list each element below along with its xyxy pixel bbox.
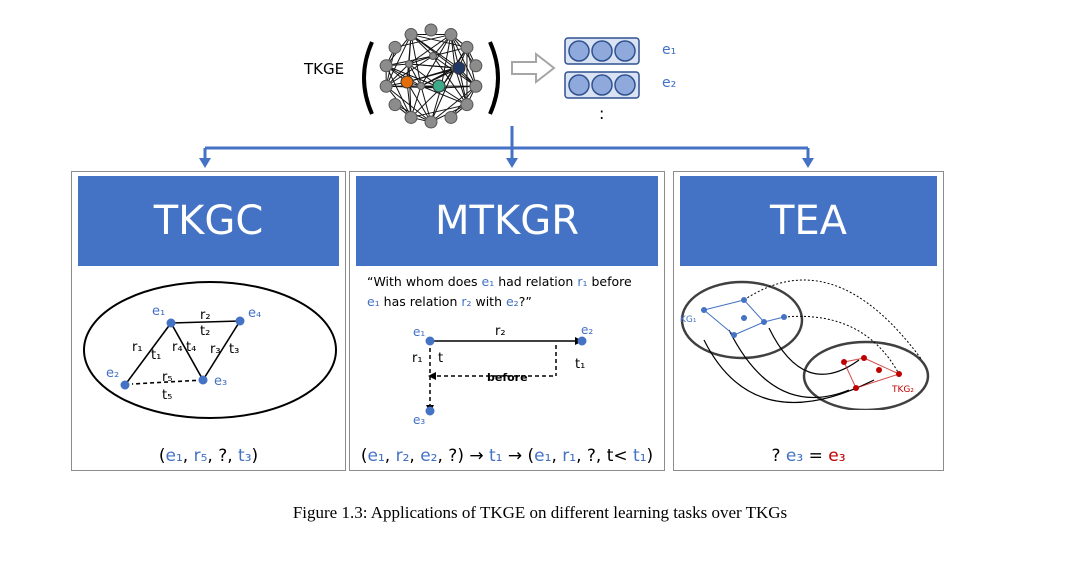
tkge-label: TKGE <box>304 60 345 78</box>
edge-t1: t₁ <box>151 348 161 363</box>
figure-caption: Figure 1.3: Applications of TKGE on diff… <box>292 503 788 522</box>
panel-tkgc: TKGC e₁ e₄ e₂ e₃ r₂ t₂ r₁ t₁ r₄ t₄ <box>71 171 346 471</box>
question-text: “With whom does e₁ had relation r₁ befor… <box>367 274 632 309</box>
tea-alignment-graph: KG₁ TKG₂ <box>680 279 930 410</box>
tkg2-label: TKG₂ <box>891 385 914 395</box>
embedding-label-2: e₂ <box>662 75 677 91</box>
left-parenthesis <box>362 41 374 115</box>
svg-text:e₃: e₃ <box>413 413 425 427</box>
svg-text:e₂: e₂ <box>581 323 593 337</box>
node-label-e2: e₂ <box>106 366 119 381</box>
edge-r2: r₂ <box>200 308 211 323</box>
edge-r5: r₅ <box>162 370 173 385</box>
transform-arrow-icon <box>511 51 556 85</box>
node-e1 <box>166 318 176 328</box>
node-label-e3: e₃ <box>214 374 227 389</box>
graph-ball-icon <box>379 23 483 129</box>
node-label-e4: e₄ <box>248 306 261 321</box>
node-e1 <box>425 336 435 346</box>
svg-text:t: t <box>438 351 443 366</box>
embedding-vector-2 <box>564 71 640 99</box>
panel-tea: TEA <box>673 171 944 471</box>
edge-r1: r₁ <box>132 340 143 355</box>
svg-text:t₁: t₁ <box>575 357 585 372</box>
edge-t5: t₅ <box>162 388 172 403</box>
edge-t2: t₂ <box>200 324 210 339</box>
node-e2 <box>577 336 587 346</box>
tkgc-formula: (e₁, r₅, ?, t₃) <box>158 446 259 466</box>
tkgc-graph: e₁ e₄ e₂ e₃ r₂ t₂ r₁ t₁ r₄ t₄ r₃ t₃ r₅ t… <box>83 281 337 419</box>
panel-title: TEA <box>680 176 937 266</box>
svg-text:r₁: r₁ <box>412 351 423 366</box>
embedding-vector-1 <box>564 37 640 65</box>
embedding-label-1: e₁ <box>662 42 677 58</box>
top-diagram <box>199 23 814 168</box>
svg-text:r₂: r₂ <box>495 324 506 339</box>
node-label-e1: e₁ <box>152 304 165 319</box>
arrowhead-tkgc-icon <box>199 158 211 168</box>
panel-mtkgr: MTKGR “With whom does e₁ had relation r₁… <box>349 171 665 471</box>
connector-lines <box>203 126 810 160</box>
svg-text:before: before <box>487 371 528 384</box>
ellipsis: : <box>599 104 605 123</box>
arrowhead-mtkgr-icon <box>506 158 518 168</box>
edge-t4: t₄ <box>186 340 196 355</box>
right-parenthesis <box>488 41 500 115</box>
mtkgr-formula: (e₁, r₂, e₂, ?) → t₁ → (e₁, r₁, ?, t< t₁… <box>360 446 654 466</box>
edge-r3: r₃ <box>210 342 221 357</box>
node-e4 <box>235 316 245 326</box>
panel-title: MTKGR <box>356 176 658 266</box>
tea-formula: ? e₃ = e₃ <box>771 446 846 466</box>
edge-t3: t₃ <box>229 342 239 357</box>
node-e2 <box>120 380 130 390</box>
svg-text:e₁: e₁ <box>413 325 425 339</box>
kg1-label: KG₁ <box>680 315 697 325</box>
panel-title: TKGC <box>78 176 339 266</box>
node-e3 <box>198 375 208 385</box>
node-e3 <box>425 406 435 416</box>
edge-r4: r₄ <box>172 340 183 355</box>
mtkgr-diagram: e₁ e₂ e₃ r₂ r₁ t t₁ before <box>412 323 593 427</box>
arrowhead-tea-icon <box>802 158 814 168</box>
